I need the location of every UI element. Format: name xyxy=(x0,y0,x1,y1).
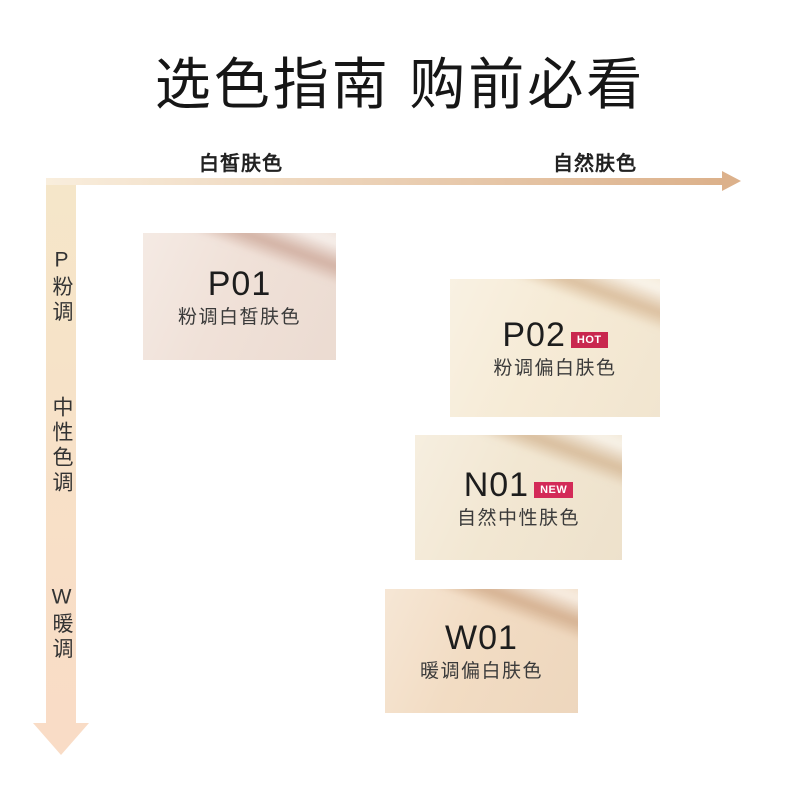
shade-swatch-p02: P02 HOT 粉调偏白肤色 xyxy=(450,279,660,417)
shade-code: P02 xyxy=(502,316,566,354)
shade-code: P01 xyxy=(207,264,272,303)
shade-description: 暖调偏白肤色 xyxy=(419,661,543,682)
horizontal-axis-arrowhead-icon xyxy=(722,171,741,191)
vertical-axis-arrow xyxy=(46,185,76,723)
v-axis-label-neutral-tone: 中性色调 xyxy=(50,396,73,496)
hot-badge: HOT xyxy=(570,332,608,348)
shade-code: W01 xyxy=(445,619,518,657)
v-axis-label-pink-tone: P粉调 xyxy=(50,248,73,326)
page-title: 选色指南 购前必看 xyxy=(154,53,646,116)
new-badge: NEW xyxy=(534,481,574,498)
shade-description: 粉调偏白肤色 xyxy=(493,358,617,379)
v-axis-label-warm-tone: W暖调 xyxy=(50,585,73,663)
shade-swatch-w01: W01 暖调偏白肤色 xyxy=(385,589,578,713)
vertical-axis-arrowhead-icon xyxy=(33,723,89,755)
h-axis-label-natural-skin: 自然肤色 xyxy=(553,153,637,175)
h-axis-label-fair-skin: 白皙肤色 xyxy=(199,153,283,175)
shade-swatch-n01: N01 NEW 自然中性肤色 xyxy=(415,435,622,560)
shade-description: 粉调白皙肤色 xyxy=(177,306,301,328)
shade-code: N01 xyxy=(463,465,530,504)
horizontal-axis-arrow xyxy=(46,178,722,185)
shade-description: 自然中性肤色 xyxy=(456,507,580,529)
shade-swatch-p01: P01 粉调白皙肤色 xyxy=(143,233,336,360)
